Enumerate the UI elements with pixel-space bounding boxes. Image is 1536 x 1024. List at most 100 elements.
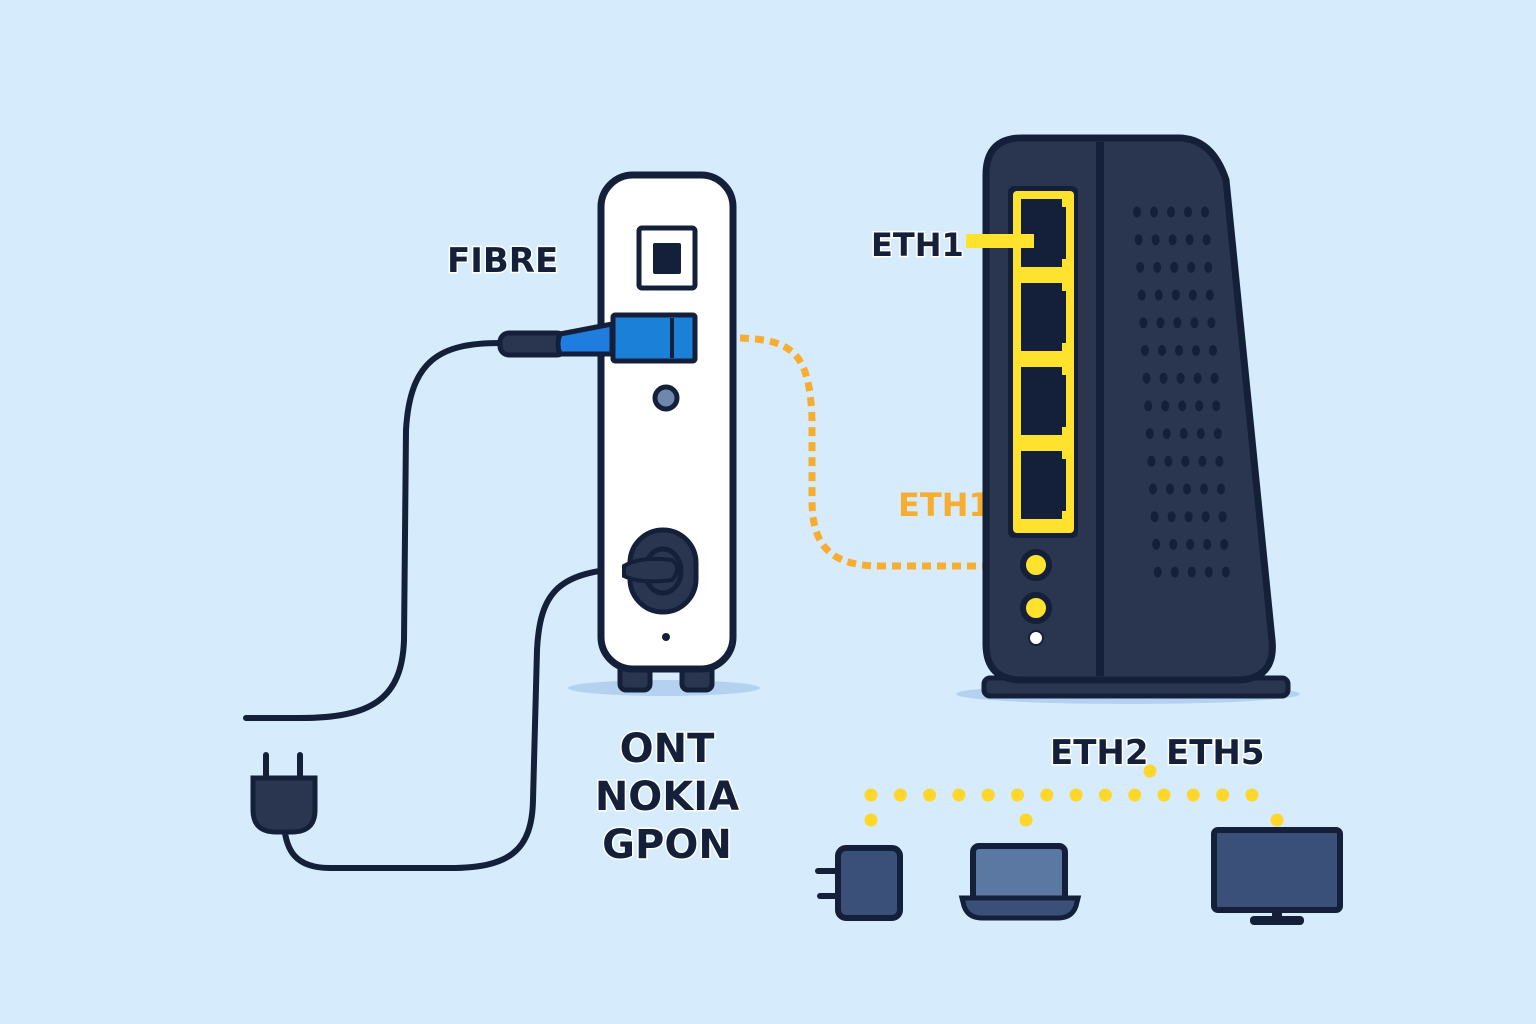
link-dot [1069,788,1083,802]
vent-hole [1162,428,1171,440]
laptop-icon [958,843,1082,921]
ethernet-port[interactable] [1021,283,1066,351]
router-device [956,134,1300,704]
laptop-screen [970,843,1068,905]
vent-hole [1192,345,1200,356]
vent-hole [1150,206,1158,218]
link-dot [1245,788,1259,802]
vent-hole [1144,400,1153,412]
vent-hole [1195,400,1204,412]
wall-plug-icon [250,752,318,835]
ethernet-port[interactable] [1021,199,1066,267]
ont-label-line2: NOKIA [595,774,739,820]
vent-hole [1134,234,1143,246]
router-led-3 [1028,630,1044,646]
vent-hole [1210,372,1219,384]
eth1-orange-label: ETH1 [898,486,991,524]
vent-hole [1179,428,1188,440]
link-dot [923,788,937,802]
laptop-base [958,895,1082,921]
vent-hole [1153,261,1162,273]
link-dot [1216,788,1230,802]
vent-hole [1215,455,1224,467]
vent-hole [1137,289,1146,301]
vent-hole [1213,428,1222,440]
vent-hole [1175,345,1183,356]
vent-hole [1147,455,1156,467]
vent-hole [1183,483,1191,495]
vent-hole [1201,511,1210,523]
power-adapter-icon [815,845,903,921]
eth2-label: ETH2 [1050,733,1149,773]
fibre-label: FIBRE [447,241,558,281]
adapter-body [835,845,903,921]
ethernet-port[interactable] [1021,451,1066,519]
vent-hole [1136,261,1145,273]
vent-hole [1184,511,1193,523]
vent-hole [1167,511,1176,523]
vent-hole [1185,234,1194,246]
router-port-frame [1013,191,1074,533]
vent-hole [1170,261,1179,273]
vent-hole [1161,400,1170,412]
link-dot [893,788,907,802]
plug-body [250,775,318,835]
vent-hole [1190,317,1199,329]
ont-label-line3: GPON [602,822,732,868]
vent-hole [1176,372,1185,384]
router-ports [1021,199,1066,519]
vent-hole [1139,317,1148,329]
vent-hole [1141,345,1149,356]
ont-reset-button[interactable] [652,384,680,412]
monitor-screen [1211,827,1343,913]
eth1-label: ETH1 [871,226,964,264]
link-dot [1270,813,1284,827]
vent-hole [1198,455,1207,467]
vent-hole [1187,566,1196,578]
vent-hole [1153,566,1162,578]
fibre-connector [497,320,615,358]
vent-hole [1209,345,1217,356]
vent-hole [1184,206,1192,218]
vent-hole [1188,289,1197,301]
ont-led [662,633,670,641]
ont-router-eth-cable [739,334,990,570]
vent-hole [1217,483,1225,495]
vent-hole [1159,372,1168,384]
eth5-label: ETH5 [1166,733,1265,773]
adapter-prong-top [815,868,841,874]
router-vents [1133,206,1230,578]
vent-hole [1150,511,1159,523]
vent-hole [1164,455,1173,467]
vent-hole [1178,400,1187,412]
router-led-2 [1020,592,1052,624]
vent-hole [1220,538,1229,550]
vent-hole [1158,345,1166,356]
vent-hole [1203,538,1212,550]
vent-hole [1152,538,1161,550]
device-links [864,764,1284,827]
ont-fibre-port [610,312,698,364]
link-dot [864,788,878,802]
vent-hole [1221,566,1230,578]
power-cable [281,565,631,871]
vent-hole [1171,289,1180,301]
ont-power-plug-head [622,556,679,584]
link-dot [1143,764,1157,778]
vent-hole [1167,206,1175,218]
link-dot [864,813,878,827]
vent-hole [1204,566,1213,578]
vent-hole [1151,234,1160,246]
vent-hole [1156,317,1165,329]
plug-prong-left [263,752,269,778]
vent-hole [1142,372,1151,384]
vent-hole [1169,538,1178,550]
monitor-icon [1211,827,1343,925]
vent-hole [1201,206,1209,218]
vent-hole [1196,428,1205,440]
link-dot [1040,788,1054,802]
ethernet-port[interactable] [1021,367,1066,435]
vent-hole [1202,234,1211,246]
link-dot [1019,813,1033,827]
